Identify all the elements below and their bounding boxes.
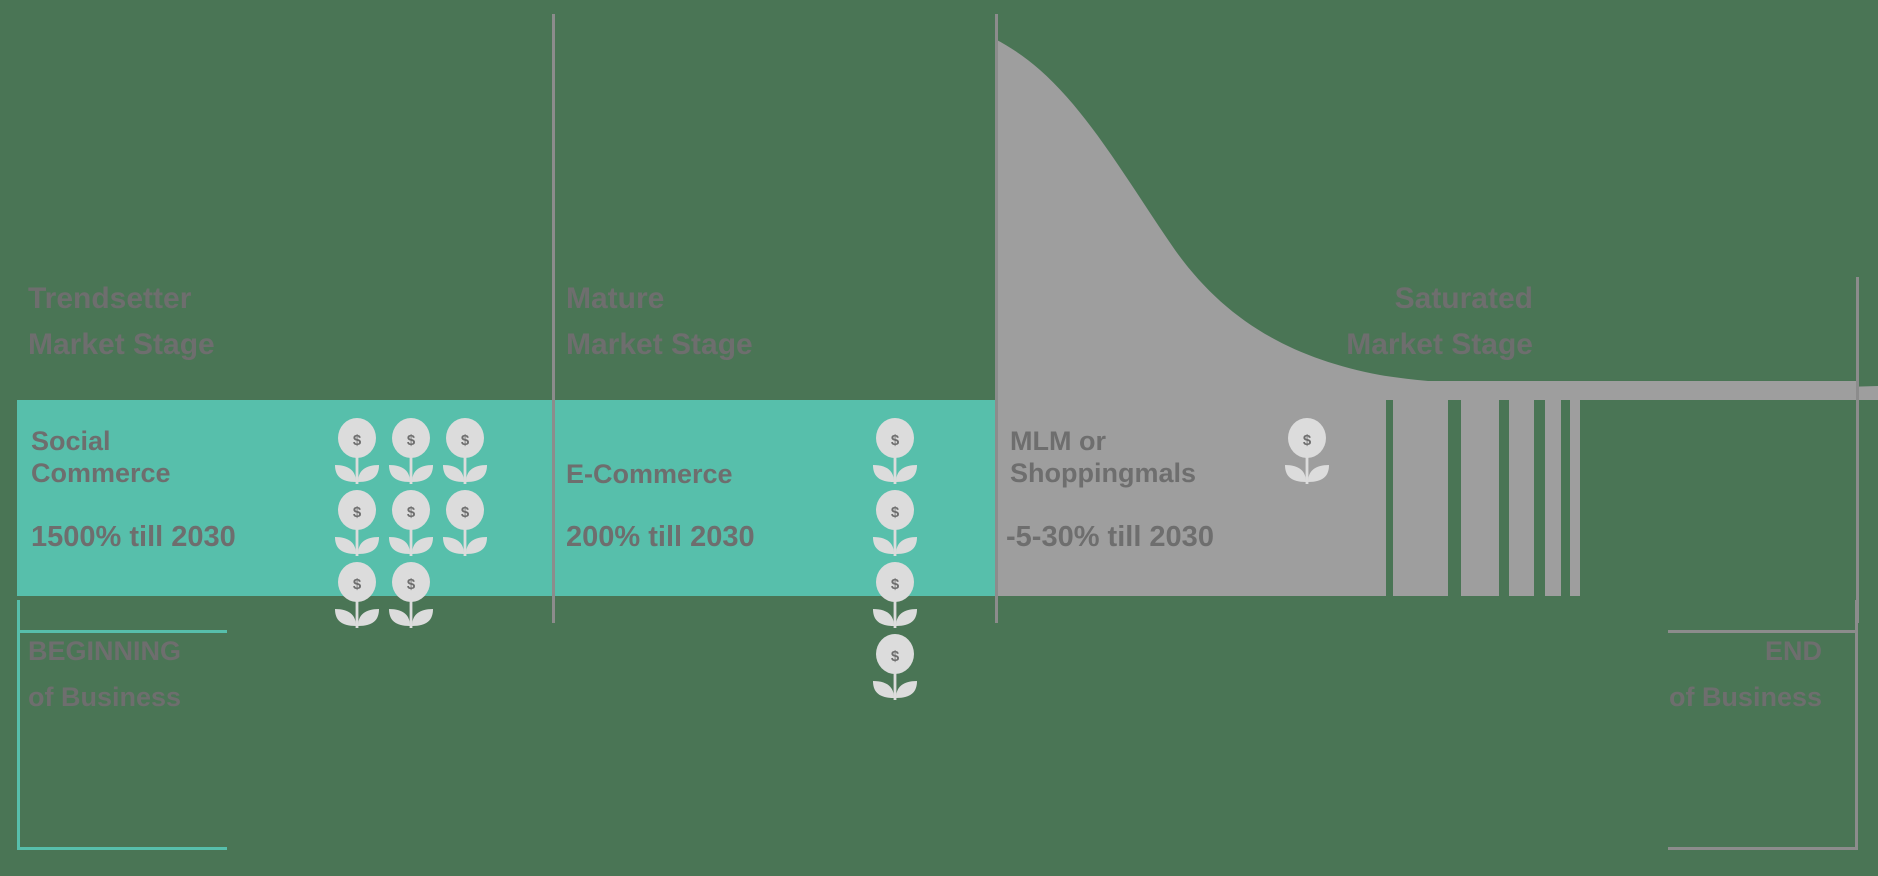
beginning-of-business-line1: BEGINNING — [28, 636, 182, 666]
decay-bar-5 — [1570, 400, 1580, 596]
money-flower-icon: $ — [871, 418, 919, 490]
money-flower-icon: $ — [1283, 418, 1331, 490]
svg-text:$: $ — [407, 576, 416, 593]
beginning-bracket — [17, 600, 227, 850]
svg-text:$: $ — [407, 432, 416, 449]
money-flower-group-trendsetter: $ $ $ $ $ $ $ $ — [330, 418, 524, 634]
svg-text:$: $ — [891, 432, 900, 449]
stage-title-saturated: Saturated Market Stage — [1346, 276, 1533, 368]
band-label-mlm: MLM or Shoppingmals — [1010, 425, 1196, 489]
stage-title-trendsetter-line2: Market Stage — [28, 328, 215, 361]
decay-bar-4 — [1545, 400, 1561, 596]
money-flower-icon: $ — [871, 562, 919, 634]
end-of-business-label: END of Business — [1669, 628, 1822, 720]
svg-text:$: $ — [353, 504, 362, 521]
beginning-bracket-tick-top — [17, 630, 227, 633]
svg-text:$: $ — [891, 504, 900, 521]
svg-text:$: $ — [353, 576, 362, 593]
beginning-of-business-line2: of Business — [28, 682, 182, 712]
money-flower-group-mature: $ $ $ $ — [868, 418, 966, 706]
decay-bar-1 — [1393, 400, 1448, 596]
stage-title-trendsetter: Trendsetter Market Stage — [28, 276, 215, 368]
stage-title-mature: Mature Market Stage — [566, 276, 753, 368]
beginning-bracket-tick-bottom — [17, 847, 227, 850]
svg-text:$: $ — [407, 504, 416, 521]
stage-title-mature-line1: Mature — [566, 282, 665, 315]
stage-divider-1 — [552, 14, 555, 623]
svg-text:$: $ — [1303, 432, 1312, 449]
money-flower-group-saturated: $ — [1280, 418, 1331, 490]
band-label-ecommerce: E-Commerce — [566, 459, 733, 489]
svg-text:$: $ — [891, 576, 900, 593]
growth-trendsetter: 1500% till 2030 — [31, 521, 236, 553]
end-bracket-tick-bottom — [1668, 847, 1858, 850]
beginning-of-business-label: BEGINNING of Business — [28, 628, 181, 720]
growth-saturated: -5-30% till 2030 — [1006, 521, 1214, 553]
svg-text:$: $ — [461, 432, 470, 449]
svg-text:$: $ — [353, 432, 362, 449]
money-flower-icon: $ — [387, 490, 435, 562]
growth-mature: 200% till 2030 — [566, 521, 755, 553]
beginning-bracket-vline — [17, 600, 20, 850]
stage-title-saturated-line2: Market Stage — [1346, 328, 1533, 361]
stage-divider-3 — [1856, 277, 1859, 623]
end-of-business-line2: of Business — [1668, 682, 1822, 712]
money-flower-icon: $ — [871, 490, 919, 562]
money-flower-icon: $ — [387, 562, 435, 634]
band-label-mlm-line2: Shoppingmals — [1010, 458, 1197, 488]
stage-title-trendsetter-line1: Trendsetter — [28, 282, 192, 315]
end-bracket-vline — [1855, 600, 1858, 850]
band-label-social-commerce-line2: Commerce — [31, 458, 171, 488]
svg-text:$: $ — [891, 648, 900, 665]
stage-divider-2 — [995, 14, 998, 623]
end-of-business-line1: END — [1764, 636, 1822, 666]
money-flower-icon: $ — [441, 418, 489, 490]
end-bracket — [1646, 600, 1858, 850]
money-flower-icon: $ — [871, 634, 919, 706]
band-label-social-commerce-line1: Social — [31, 426, 111, 456]
band-label-social-commerce: Social Commerce — [31, 425, 171, 489]
money-flower-icon: $ — [441, 490, 489, 562]
end-bracket-tick-top — [1668, 630, 1858, 633]
money-flower-icon: $ — [333, 490, 381, 562]
band-mature — [554, 400, 995, 596]
stage-title-mature-line2: Market Stage — [566, 328, 753, 361]
band-label-mlm-line1: MLM or — [1010, 426, 1106, 456]
money-flower-icon: $ — [333, 418, 381, 490]
bell-curve-chart — [0, 0, 1878, 400]
curve-tail-sliver — [1386, 381, 1858, 396]
decay-bar-2 — [1461, 400, 1499, 596]
money-flower-icon: $ — [333, 562, 381, 634]
stage-title-saturated-line1: Saturated — [1394, 282, 1533, 315]
decay-bar-3 — [1509, 400, 1534, 596]
money-flower-icon: $ — [387, 418, 435, 490]
svg-text:$: $ — [461, 504, 470, 521]
